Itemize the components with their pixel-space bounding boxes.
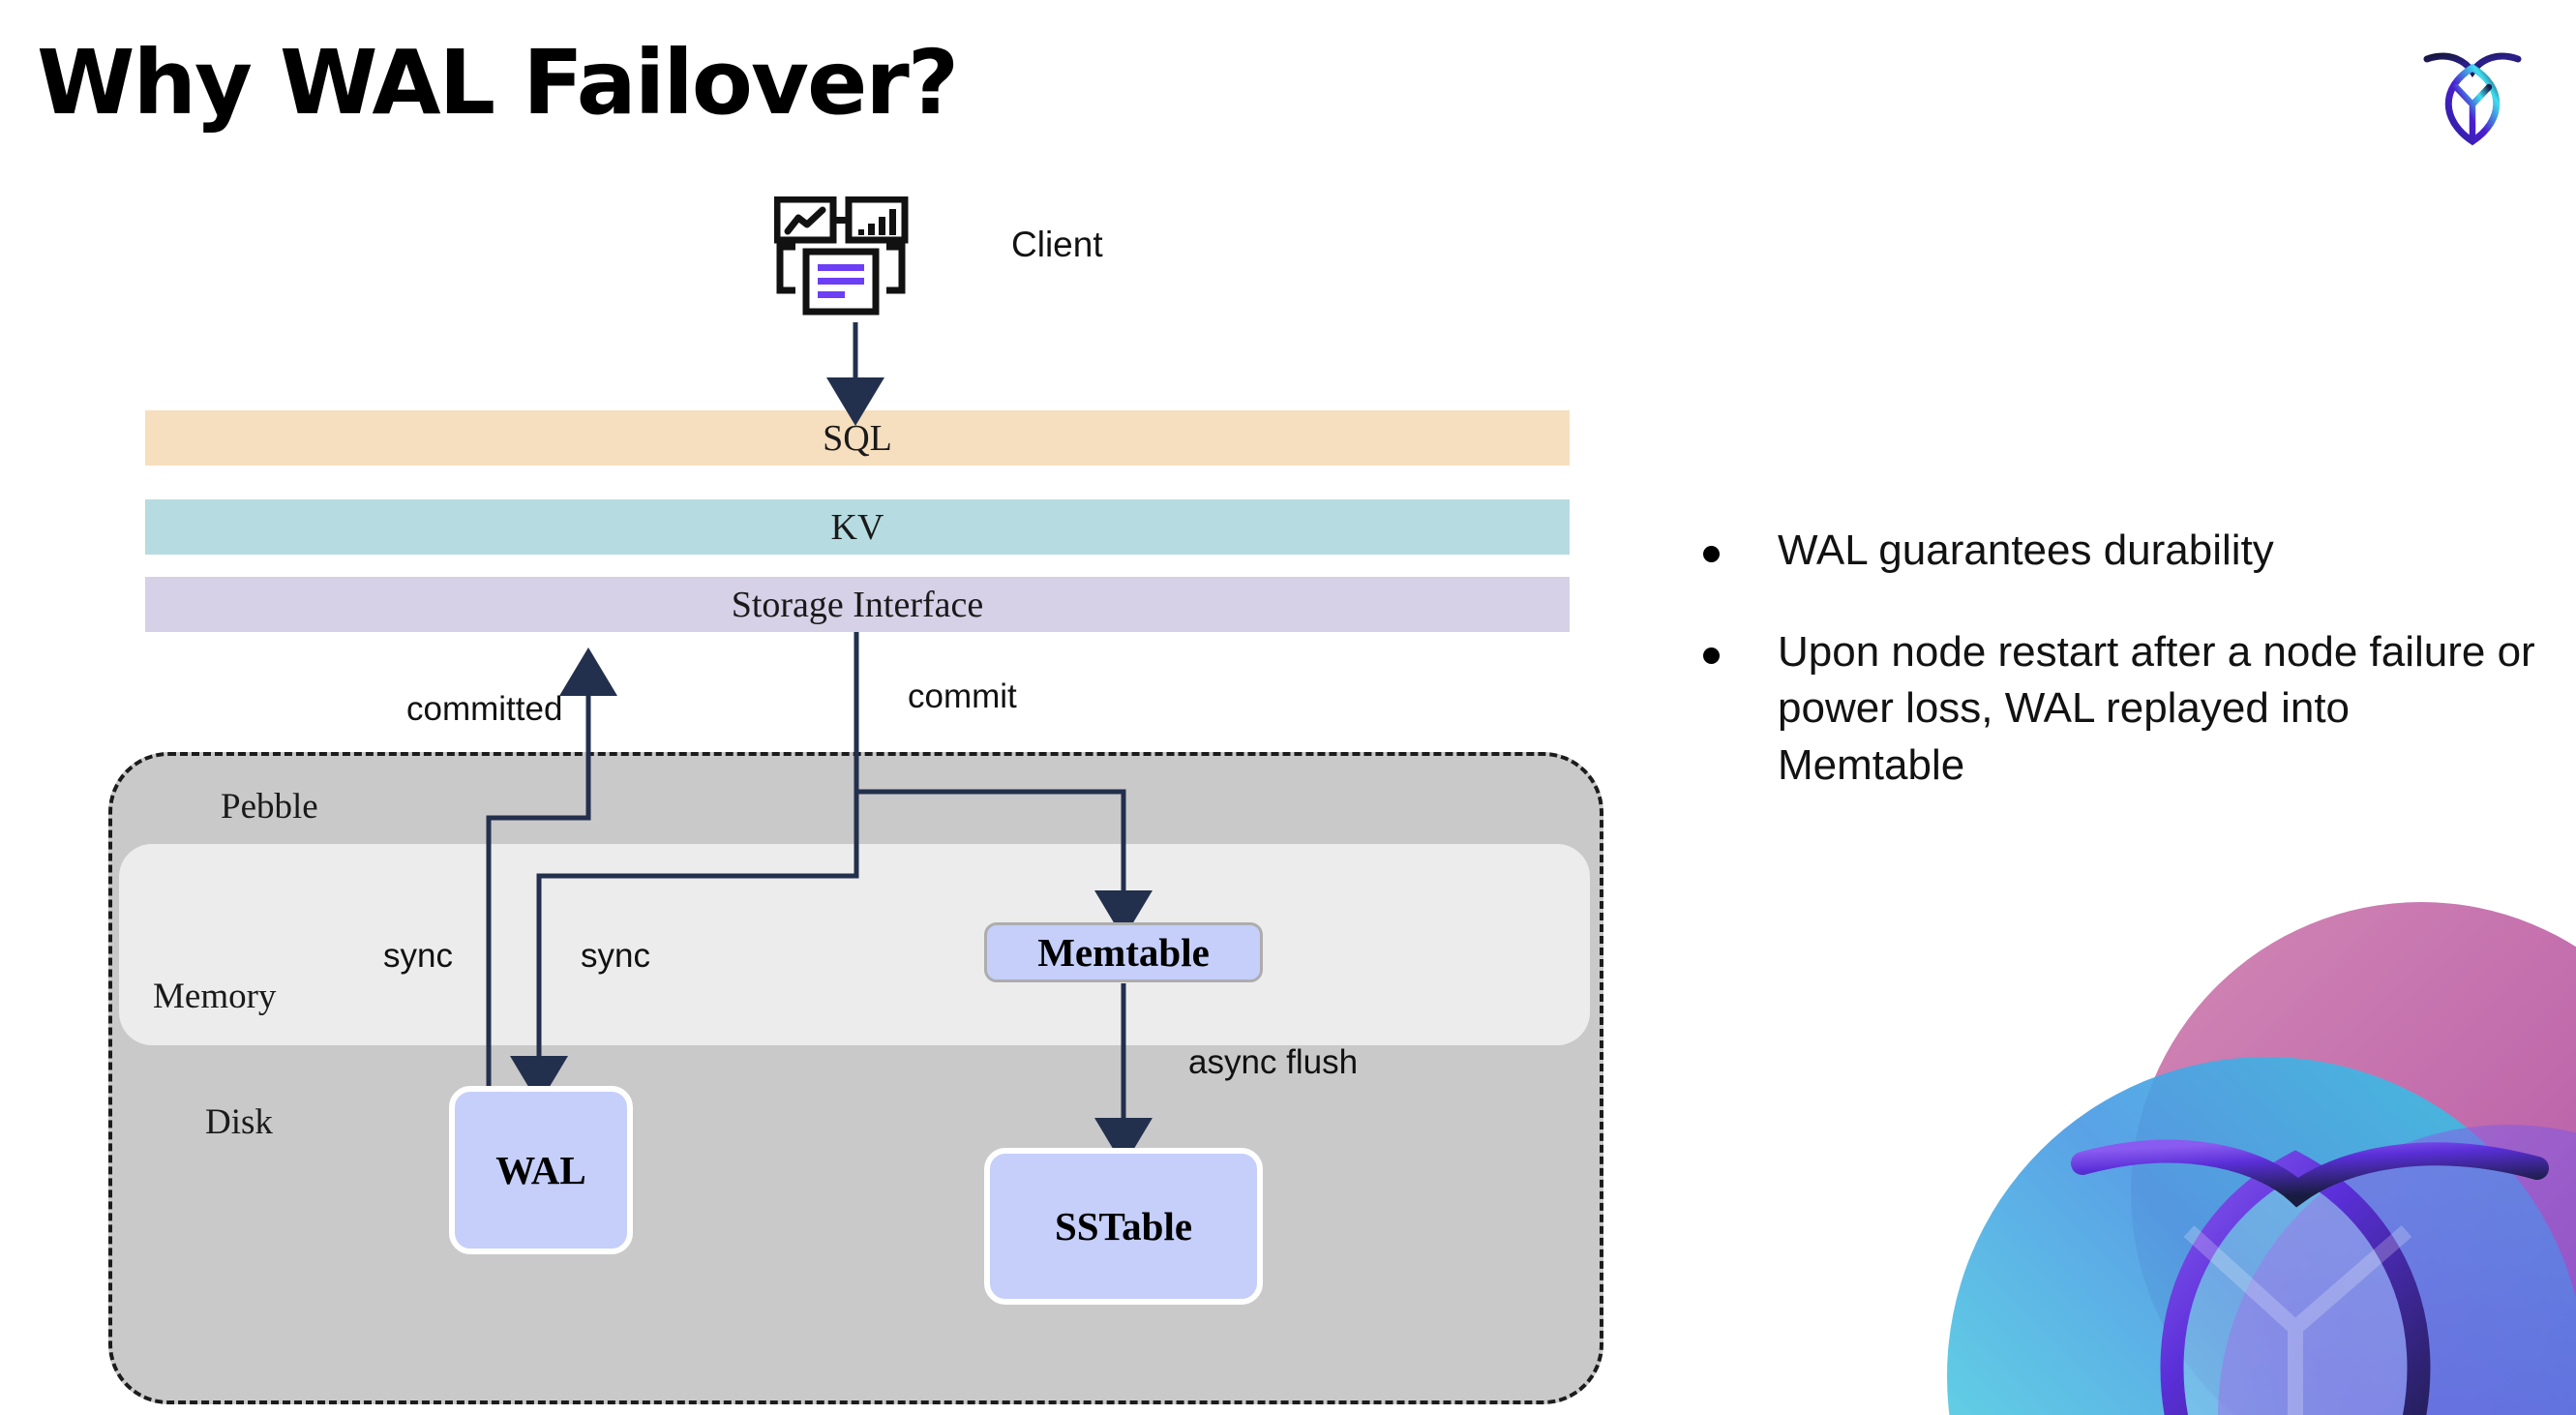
- list-item: Upon node restart after a node failure o…: [1703, 624, 2535, 795]
- node-memtable-label: Memtable: [1037, 930, 1210, 975]
- edge-label-async-flush: async flush: [1188, 1043, 1359, 1081]
- bullet-text: WAL guarantees durability: [1778, 527, 2274, 574]
- node-sstable-label: SSTable: [1054, 1204, 1193, 1249]
- pebble-label: Pebble: [221, 787, 318, 827]
- bullet-list: WAL guarantees durability Upon node rest…: [1703, 523, 2535, 838]
- layer-bar-storage-interface: Storage Interface: [145, 577, 1570, 632]
- disk-label: Disk: [205, 1102, 273, 1142]
- edge-label-sync-committed: sync: [383, 937, 453, 975]
- node-wal-label: WAL: [495, 1148, 586, 1192]
- node-wal: WAL: [449, 1086, 633, 1254]
- page-title: Why WAL Failover?: [37, 31, 959, 135]
- layer-bar-storage-interface-label: Storage Interface: [731, 584, 984, 625]
- memory-region: [119, 844, 1590, 1045]
- layer-bar-sql-label: SQL: [823, 417, 892, 459]
- node-sstable: SSTable: [984, 1148, 1263, 1305]
- bullet-text: Upon node restart after a node failure o…: [1778, 627, 2535, 789]
- bullet-dot-icon: [1703, 546, 1720, 562]
- client-dashboard-icon: [773, 196, 924, 322]
- edge-label-commit: commit: [908, 677, 1017, 715]
- edge-label-sync-commit: sync: [581, 937, 650, 975]
- layer-bar-kv: KV: [145, 499, 1570, 555]
- memory-label: Memory: [153, 977, 277, 1016]
- layer-bar-sql: SQL: [145, 410, 1570, 466]
- bullet-dot-icon: [1703, 647, 1720, 664]
- node-memtable: Memtable: [984, 922, 1263, 982]
- cockroachdb-logo-icon: [2419, 37, 2526, 148]
- circles-leaf-decoration-icon: [1841, 873, 2576, 1415]
- edge-label-committed: committed: [406, 690, 563, 728]
- layer-bar-kv-label: KV: [830, 506, 884, 548]
- list-item: WAL guarantees durability: [1703, 523, 2535, 580]
- client-label: Client: [1011, 225, 1103, 264]
